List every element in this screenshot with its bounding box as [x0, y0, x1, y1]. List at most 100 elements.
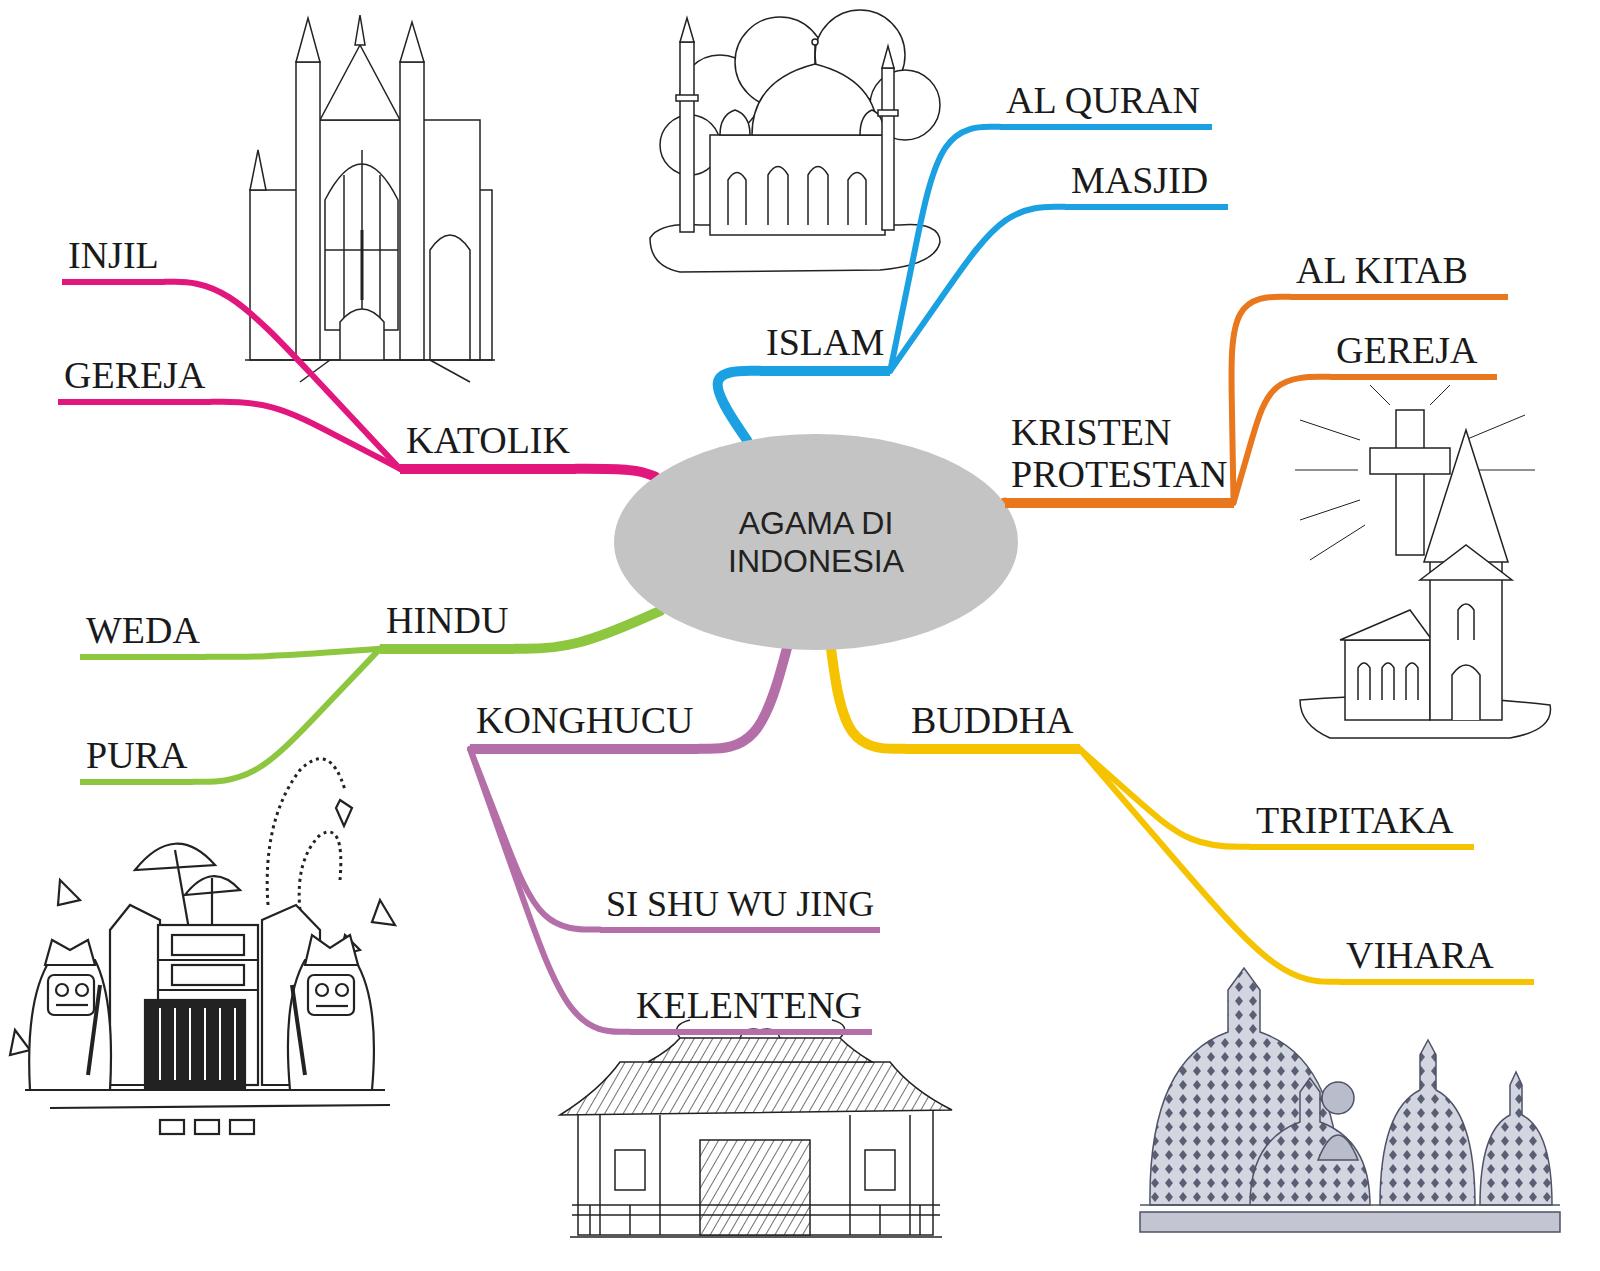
branch-topic: KRISTEN PROTESTAN — [1005, 412, 1234, 508]
pura-drawing-stroke — [195, 1120, 219, 1134]
stupa-drawing-stroke — [1140, 1212, 1560, 1232]
branch-topic-text: AL QURAN — [1006, 80, 1200, 122]
branch-topic-text: INJIL — [68, 235, 159, 277]
pura-drawing-stroke — [88, 985, 100, 1075]
kelenteng-drawing-stroke — [919, 1205, 921, 1235]
church-drawing-stroke-stroke — [1370, 385, 1390, 405]
kelenteng-drawing-stroke — [589, 1205, 591, 1235]
cathedral-drawing-stroke — [250, 150, 266, 190]
cathedral-drawing-stroke — [300, 120, 480, 360]
stupa-drawing-stroke — [1480, 1072, 1552, 1205]
church-drawing-stroke-stroke — [1300, 420, 1360, 440]
branch-line — [831, 650, 905, 749]
branch-topic: HINDU — [380, 600, 514, 654]
cathedral-drawing-stroke — [320, 45, 400, 120]
pura-drawing-stroke — [58, 880, 80, 905]
branch-topic: VIHARA — [1340, 935, 1534, 985]
mosque-drawing-stroke — [878, 110, 898, 116]
mosque-drawing-stroke — [882, 46, 894, 68]
kelenteng-drawing — [560, 1020, 952, 1237]
pura-drawing-stroke-stroke — [204, 1008, 206, 1080]
branch-line — [718, 371, 760, 441]
church-drawing-stroke-stroke — [1300, 500, 1360, 520]
mosque-drawing-stroke — [680, 42, 694, 232]
branch-topic: AL KITAB — [1290, 250, 1508, 300]
pura-drawing-stroke — [230, 1120, 254, 1134]
pura-drawing-stroke-stroke — [219, 1008, 221, 1080]
branch-line — [206, 649, 380, 657]
branch-line — [699, 649, 786, 749]
cathedral-drawing-stroke — [400, 62, 424, 360]
church-drawing-stroke — [1382, 663, 1394, 700]
pura-drawing-stroke — [158, 959, 258, 961]
central-topic-text: AGAMA DI INDONESIA — [701, 504, 931, 581]
stupa-drawing-stroke — [1380, 1040, 1475, 1205]
cathedral-drawing-stroke — [430, 360, 470, 382]
kelenteng-drawing-stroke — [849, 1115, 851, 1235]
cathedral-drawing-stroke — [355, 15, 365, 45]
church-drawing-stroke — [1345, 640, 1430, 720]
pura-drawing-stroke — [372, 900, 395, 925]
mosque-drawing-stroke — [676, 95, 698, 101]
branch-topic-text: BUDDHA — [911, 700, 1074, 742]
branch-topic-text: WEDA — [86, 610, 200, 652]
church-drawing-stroke — [1452, 665, 1480, 720]
branch-topic-text: KATOLIK — [406, 420, 570, 462]
church-drawing-stroke — [1430, 560, 1502, 720]
church-drawing-stroke-stroke — [1295, 470, 1358, 471]
kelenteng-drawing-stroke — [700, 1140, 810, 1235]
cathedral-drawing-stroke — [379, 175, 381, 330]
kelenteng-drawing-stroke — [615, 1150, 645, 1190]
branch-topic: KATOLIK — [400, 420, 576, 474]
pura-drawing — [10, 759, 395, 1134]
branch-line — [1080, 749, 1340, 982]
pura-drawing-stroke — [299, 832, 341, 910]
branch-topic-text: VIHARA — [1346, 935, 1494, 977]
cathedral-drawing-stroke — [296, 62, 320, 360]
branch-topic: KELENTENG — [630, 985, 872, 1035]
branch-topic-text: HINDU — [386, 600, 508, 642]
branch-topic-text: KRISTEN PROTESTAN — [1011, 412, 1228, 496]
pura-drawing-stroke — [135, 844, 215, 870]
mosque-drawing-stroke — [812, 39, 818, 45]
mosque-drawing-stroke — [680, 18, 694, 42]
church-drawing-stroke — [1370, 448, 1450, 474]
pura-drawing-stroke-stroke — [234, 1008, 236, 1080]
branch-topic: KONGHUCU — [470, 700, 699, 754]
church-drawing-stroke — [1340, 610, 1432, 640]
cathedral-drawing-stroke — [430, 235, 470, 360]
mosque-drawing-stroke — [752, 64, 878, 135]
branch-topic: BUDDHA — [905, 700, 1080, 754]
mosque-drawing-stroke — [720, 110, 750, 135]
church-drawing-stroke — [1458, 604, 1474, 640]
kelenteng-drawing-stroke — [572, 1204, 940, 1206]
branch-topic-text: MASJID — [1071, 160, 1208, 202]
stupa-drawing-stroke — [1140, 1204, 1560, 1206]
stupa-drawing-stroke — [1318, 1135, 1358, 1160]
kelenteng-drawing-stroke — [570, 1236, 942, 1238]
branch-topic-text: PURA — [86, 735, 187, 777]
mosque-drawing-stroke — [848, 173, 866, 226]
church-drawing-stroke — [1358, 663, 1370, 700]
mosque-drawing-stroke — [814, 44, 816, 64]
topic-ellipse — [612, 432, 1020, 652]
church-drawing-stroke — [1406, 663, 1418, 700]
cathedral-drawing-stroke — [340, 309, 384, 360]
pura-drawing-stroke — [316, 1005, 348, 1007]
stupa-drawing-stroke — [1322, 1082, 1354, 1114]
church-drawing-stroke — [1420, 545, 1512, 580]
kelenteng-drawing-stroke — [572, 1214, 940, 1216]
branch-topic: GEREJA — [1330, 330, 1497, 380]
branch-topic: PURA — [80, 735, 193, 785]
branch-line — [1234, 377, 1330, 503]
cathedral-drawing-stroke — [361, 150, 363, 330]
church-drawing-stroke-stroke — [1430, 385, 1450, 405]
branch-line — [1080, 749, 1250, 847]
church-drawing-stroke-stroke — [1465, 415, 1525, 440]
pura-drawing-stroke — [145, 1000, 245, 1088]
pura-drawing-stroke — [288, 960, 374, 1090]
pura-drawing-stroke — [56, 1004, 88, 1006]
branch-topic-text: AL KITAB — [1296, 250, 1468, 292]
kelenteng-drawing-stroke — [909, 1115, 911, 1235]
branch-line — [514, 611, 660, 649]
